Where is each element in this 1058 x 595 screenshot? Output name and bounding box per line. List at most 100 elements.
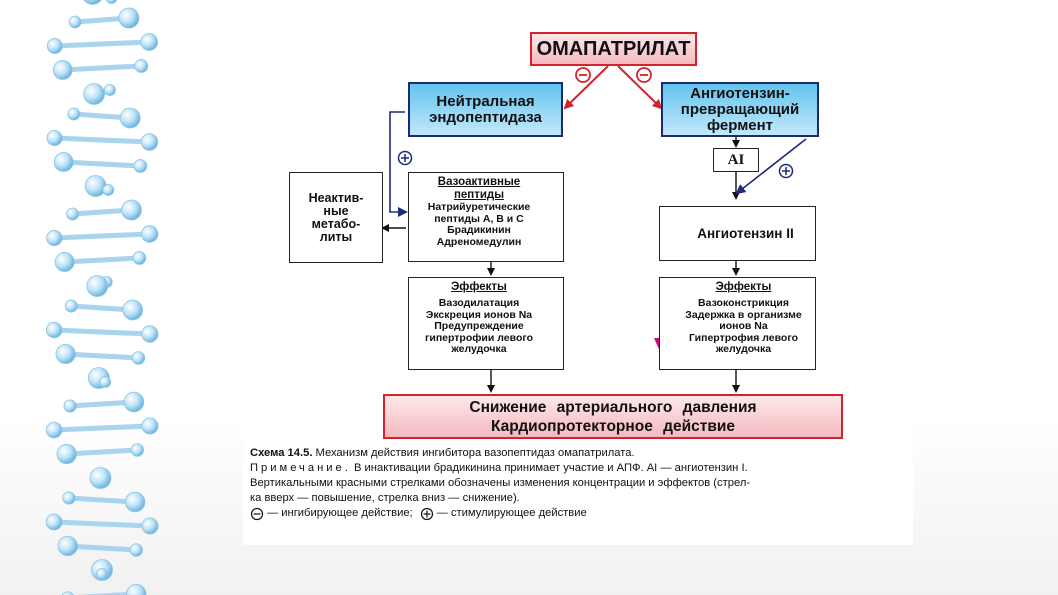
helix-ball [105, 0, 118, 4]
legend-plus-text: — стимулирующее действие [436, 507, 587, 519]
helix-ball [67, 107, 81, 121]
helix-ball [57, 535, 78, 557]
right-effect-4: Гипертрофия левого [688, 331, 798, 344]
helix-ball [99, 376, 112, 388]
helix-ball [134, 59, 149, 73]
inactive-line-1: Неактив- [308, 190, 364, 205]
left-effect-5: желудочка [451, 343, 507, 355]
note-label: Примечание. [250, 462, 351, 474]
helix-ball [46, 229, 63, 247]
helix-ball [89, 467, 112, 489]
right-effect-5: желудочка [715, 343, 772, 355]
vaso-title-1: Вазоактивные [437, 176, 521, 188]
vaso-title-2: пептиды [453, 189, 505, 201]
inhibit-sign-left [575, 67, 591, 83]
ai-label: AI [727, 151, 745, 168]
helix-ball [61, 591, 74, 595]
legend-minus-text: — ингибирующее действие; [267, 507, 413, 519]
caption-legend: — ингибирующее действие; — стимулирующее… [250, 506, 910, 521]
inactive-line-2: ные [323, 203, 349, 218]
helix-rung [52, 39, 152, 49]
ai-box: AI [713, 148, 759, 172]
helix-ball [133, 159, 148, 173]
left-effect-2: Экскреция ионов Na [425, 308, 533, 321]
helix-ball [103, 84, 116, 96]
inactive-line-3: метабо- [311, 216, 361, 231]
ace-line-1: Ангиотензин- [690, 84, 790, 102]
helix-ball [121, 199, 142, 221]
helix-ball [119, 107, 141, 129]
helix-ball [129, 543, 143, 557]
helix-ball [46, 38, 63, 54]
arrow-drug-to-nep [563, 65, 609, 110]
helix-ball [64, 299, 78, 313]
left-effect-3: Предупреждение [434, 320, 524, 332]
helix-ball [54, 252, 75, 272]
helix-ball [83, 0, 102, 5]
stimulate-sign-right [778, 163, 794, 179]
minus-circle-icon [250, 507, 264, 520]
helix-ball [130, 443, 145, 457]
inactive-line-4: литы [319, 229, 353, 244]
helix-ball [102, 184, 115, 196]
right-effect-2: Задержка в организме [685, 308, 802, 321]
helix-rung [62, 255, 142, 265]
helix-ball [124, 491, 146, 513]
helix-ball [123, 391, 145, 413]
vaso-item-4: Адреномедулин [436, 235, 522, 248]
arrow-drug-to-ace [617, 65, 663, 110]
inactive-metabolites-box: Неактив- ные метабо- литы [289, 172, 383, 263]
nep-line-2: эндопептидаза [429, 108, 542, 126]
caption-title: Схема 14.5. Механизм действия ингибитора… [250, 446, 910, 461]
helix-ball [140, 33, 159, 51]
caption-note-line-1: Примечание. В инактивации брадикинина пр… [250, 461, 910, 476]
helix-ball [126, 583, 147, 595]
helix-rung [60, 63, 144, 73]
right-effects-box: Эффекты Вазоконстрикция Задержка в орган… [659, 277, 816, 370]
helix-ball [52, 60, 73, 80]
mechanism-scheme: ОМАПАТРИЛАТ Нейтральная эндопептидаза Ан… [243, 0, 913, 545]
helix-ball [68, 15, 82, 29]
helix-ball [55, 343, 76, 365]
helix-ball [45, 321, 63, 339]
helix-ball [96, 568, 108, 580]
scheme-caption: Схема 14.5. Механизм действия ингибитора… [250, 446, 910, 521]
helix-ball [62, 491, 76, 505]
result-line-2: Кардиопротекторное действие [490, 417, 736, 435]
helix-ball [86, 275, 109, 297]
right-effect-3: ионов Na [719, 320, 768, 332]
helix-ball [132, 251, 147, 265]
helix-ball [118, 7, 140, 29]
helix-ball [122, 299, 144, 321]
right-effects-title: Эффекты [715, 281, 772, 293]
vaso-item-1: Натрийуретические [427, 201, 531, 213]
helix-rung [67, 399, 137, 409]
helix-rung [52, 135, 152, 145]
vaso-item-3: Брадикинин [447, 224, 511, 236]
left-effect-4: гипертрофии левого [424, 331, 534, 344]
ace-line-2: превращающий [680, 100, 800, 118]
helix-ball [140, 225, 159, 243]
helix-rung [66, 495, 138, 505]
caption-title-text: Механизм действия ингибитора вазопептида… [312, 447, 635, 459]
left-effect-1: Вазодилатация [438, 297, 520, 309]
helix-ball [141, 417, 159, 435]
angiotensin2-label: Ангиотензин II [697, 226, 794, 241]
helix-ball [45, 513, 63, 531]
helix-rung [51, 327, 153, 337]
vaso-item-2: пептиды A, B и C [434, 212, 524, 225]
right-effect-1: Вазоконстрикция [698, 297, 789, 309]
drug-label: ОМАПАТРИЛАТ [536, 37, 691, 60]
caption-note-line-2: Вертикальными красными стрелками обознач… [250, 477, 751, 489]
omapatrilat-box: ОМАПАТРИЛАТ [530, 32, 697, 66]
helix-ball [66, 207, 79, 221]
helix-rung [51, 519, 153, 529]
helix-ball [46, 129, 63, 147]
helix-rung [51, 231, 153, 241]
caption-title-number: Схема 14.5. [250, 447, 313, 459]
helix-ball [83, 83, 105, 105]
helix-ball [131, 351, 146, 365]
plus-circle-icon [420, 507, 433, 520]
helix-rung [51, 423, 153, 433]
helix-ball [56, 443, 77, 465]
